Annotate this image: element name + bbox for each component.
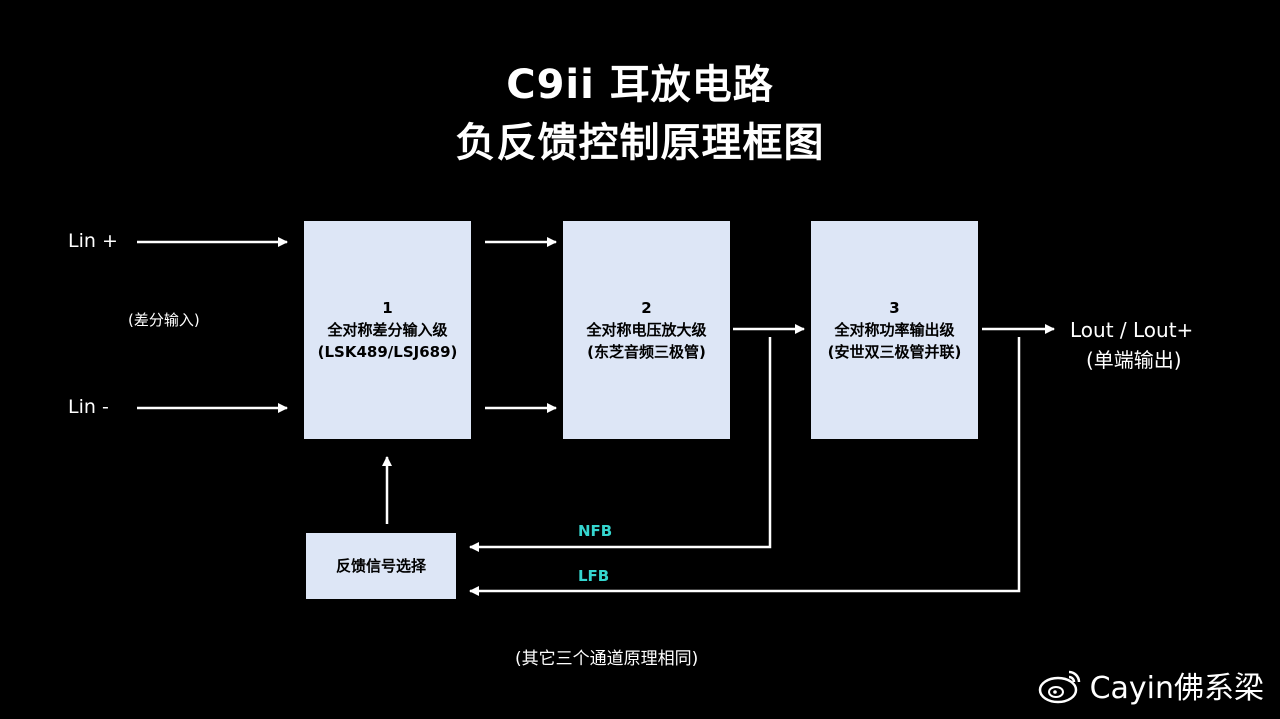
lfb-label: LFB <box>578 567 610 585</box>
input-minus-label: Lin - <box>68 396 109 418</box>
block-3-num: 3 <box>889 299 900 317</box>
input-note: (差分输入) <box>128 311 200 329</box>
title-line2: 负反馈控制原理框图 <box>455 120 825 166</box>
block-2-detail: (东芝音频三极管) <box>587 343 706 361</box>
watermark: Cayin佛系梁 <box>1038 663 1264 707</box>
footnote: (其它三个通道原理相同) <box>515 649 699 669</box>
block-voltage-stage: 2 全对称电压放大级 (东芝音频三极管) <box>563 221 730 439</box>
feedback-block-label: 反馈信号选择 <box>335 557 426 575</box>
output-label: Lout / Lout+ <box>1070 318 1194 342</box>
block-1-detail: (LSK489/LSJ689) <box>317 343 458 361</box>
block-feedback-select: 反馈信号选择 <box>306 533 456 599</box>
block-2-name: 全对称电压放大级 <box>586 321 707 339</box>
block-1-name: 全对称差分输入级 <box>327 321 448 339</box>
nfb-path <box>469 337 772 552</box>
output-note: (单端输出) <box>1086 348 1182 372</box>
weibo-icon <box>1038 670 1080 704</box>
block-power-stage: 3 全对称功率输出级 (安世双三极管并联) <box>811 221 978 439</box>
block-input-stage: 1 全对称差分输入级 (LSK489/LSJ689) <box>304 221 471 439</box>
nfb-label: NFB <box>578 522 613 540</box>
watermark-text: Cayin佛系梁 <box>1089 671 1264 706</box>
lfb-path <box>469 337 1021 596</box>
block-3-name: 全对称功率输出级 <box>834 321 955 339</box>
title-line1: C9ii 耳放电路 <box>506 62 774 108</box>
block-2-num: 2 <box>641 299 652 317</box>
block-3-detail: (安世双三极管并联) <box>827 343 962 361</box>
block-1-num: 1 <box>382 299 393 317</box>
input-plus-label: Lin + <box>68 230 118 252</box>
